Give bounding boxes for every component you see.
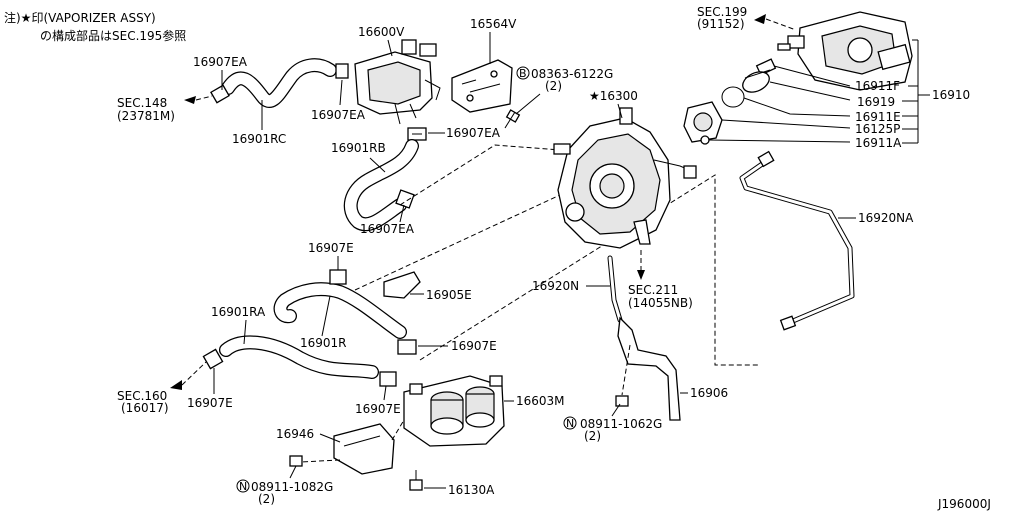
note-line-2: の構成部品はSEC.195参照 bbox=[40, 28, 186, 43]
sec148-arrow-icon bbox=[184, 95, 213, 104]
note-line-1: 注)★印(VAPORIZER ASSY) bbox=[4, 10, 156, 25]
sec160-label[interactable]: SEC.160 bbox=[117, 389, 167, 403]
clamp-16907EA-mid[interactable] bbox=[407, 127, 427, 141]
sec148-ref: (23781M) bbox=[117, 109, 175, 123]
nut-08911-right[interactable] bbox=[615, 395, 629, 407]
part-16911F[interactable] bbox=[755, 58, 777, 76]
sec211-ref: (14055NB) bbox=[628, 296, 693, 310]
clamps-16907E[interactable] bbox=[202, 269, 417, 387]
label-16125P: 16125P bbox=[855, 122, 900, 136]
label-16910: 16910 bbox=[932, 88, 970, 102]
bracket-16564V[interactable] bbox=[451, 59, 513, 113]
clamp-16907EA-left[interactable] bbox=[210, 63, 349, 104]
label-16907EA-2: 16907EA bbox=[311, 108, 366, 122]
bracket-16946[interactable] bbox=[333, 423, 395, 475]
bolt-08363[interactable] bbox=[504, 109, 521, 129]
label-16919: 16919 bbox=[857, 95, 895, 109]
diagram-id: J196000J bbox=[937, 497, 991, 511]
sec148-label[interactable]: SEC.148 bbox=[117, 96, 167, 110]
part-16125P[interactable] bbox=[683, 101, 723, 143]
symbol-N-right: N bbox=[566, 417, 574, 430]
label-08363: 08363-6122G bbox=[531, 67, 613, 81]
label-16907EA-4: 16907EA bbox=[360, 222, 415, 236]
label-16901RA: 16901RA bbox=[211, 305, 266, 319]
vaporizer-16300[interactable] bbox=[553, 107, 697, 249]
label-16901RB: 16901RB bbox=[331, 141, 386, 155]
label-16907E-1: 16907E bbox=[308, 241, 354, 255]
label-16907E-4: 16907E bbox=[355, 402, 401, 416]
label-16603M: 16603M bbox=[516, 394, 565, 408]
label-16920NA: 16920NA bbox=[858, 211, 914, 225]
part-16911E[interactable] bbox=[721, 86, 745, 108]
nut-08911-left[interactable] bbox=[289, 455, 303, 467]
sec199-label[interactable]: SEC.199 bbox=[697, 5, 747, 19]
label-16946: 16946 bbox=[276, 427, 314, 441]
clamp-16905E[interactable] bbox=[383, 271, 421, 299]
label-16911F: 16911F bbox=[855, 79, 900, 93]
label-08911-right-qty: (2) bbox=[584, 429, 601, 443]
symbol-B-icon bbox=[516, 66, 530, 80]
sec211-label[interactable]: SEC.211 bbox=[628, 283, 678, 297]
label-16907E-2: 16907E bbox=[451, 339, 497, 353]
symbol-N-right-icon bbox=[563, 416, 577, 430]
label-16906: 16906 bbox=[690, 386, 728, 400]
label-16911E: 16911E bbox=[855, 110, 901, 124]
sec160-arrow-icon bbox=[170, 361, 207, 390]
label-16600V: 16600V bbox=[358, 25, 405, 39]
hose-16901RC[interactable] bbox=[221, 58, 337, 108]
sec211-arrow-icon bbox=[637, 250, 645, 280]
hose-16901RB[interactable] bbox=[343, 139, 419, 232]
sec160-ref: (16017) bbox=[121, 401, 169, 415]
label-08911-left-qty: (2) bbox=[258, 492, 275, 506]
label-16564V: 16564V bbox=[470, 17, 517, 31]
label-16901RC: 16901RC bbox=[232, 132, 286, 146]
label-08363-qty: (2) bbox=[545, 79, 562, 93]
label-08911-right: 08911-1062G bbox=[580, 417, 662, 431]
label-16905E: 16905E bbox=[426, 288, 472, 302]
label-16911A: 16911A bbox=[855, 136, 902, 150]
hose-16901R[interactable] bbox=[273, 282, 407, 339]
symbol-N-left-icon bbox=[236, 479, 250, 493]
bolt-16130A[interactable] bbox=[409, 470, 423, 491]
solenoid-16603M[interactable] bbox=[403, 375, 505, 447]
label-16130A: 16130A bbox=[448, 483, 495, 497]
label-16907EA-3: 16907EA bbox=[446, 126, 501, 140]
label-08911-left: 08911-1082G bbox=[251, 480, 333, 494]
label-16907EA-1: 16907EA bbox=[193, 55, 248, 69]
symbol-N-left: N bbox=[239, 480, 247, 493]
sec199-ref: (91152) bbox=[697, 17, 745, 31]
bracket-16906[interactable] bbox=[617, 316, 681, 421]
label-16920N: 16920N bbox=[532, 279, 579, 293]
pipe-16920NA[interactable] bbox=[739, 150, 855, 331]
sec199-arrow-icon bbox=[754, 14, 797, 31]
label-16901R: 16901R bbox=[300, 336, 347, 350]
symbol-B: B bbox=[519, 67, 527, 80]
assembly-16910[interactable] bbox=[777, 11, 913, 91]
label-16907E-3: 16907E bbox=[187, 396, 233, 410]
canister-16600V[interactable] bbox=[354, 39, 441, 125]
label-16300: ★16300 bbox=[589, 89, 638, 103]
pipe-16920N[interactable] bbox=[607, 255, 623, 323]
part-16911A[interactable] bbox=[700, 135, 710, 145]
part-16919[interactable] bbox=[740, 68, 773, 96]
hose-16901RA[interactable] bbox=[219, 335, 379, 379]
clamp-16907EA-lower[interactable] bbox=[395, 189, 415, 209]
